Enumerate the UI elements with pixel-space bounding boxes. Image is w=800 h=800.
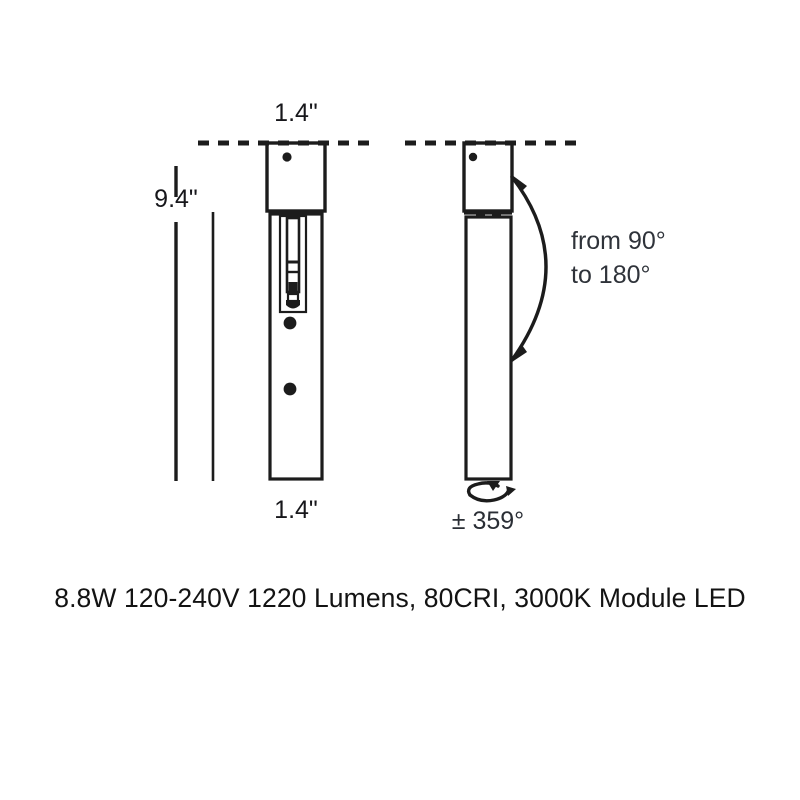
bottom-width-dimension-label: 1.4" bbox=[274, 496, 318, 524]
top-width-dimension-label: 1.4" bbox=[274, 99, 318, 127]
left-upper-housing bbox=[265, 141, 327, 213]
rotation-arrow-icon bbox=[466, 481, 516, 503]
right-canopy-mount-dot bbox=[468, 152, 478, 162]
canopy-mount-dot bbox=[282, 152, 292, 162]
left-view-fixture bbox=[265, 141, 327, 481]
internal-led-module bbox=[278, 214, 308, 314]
right-lower-body bbox=[464, 215, 513, 481]
tilt-range-line-1: from 90° bbox=[571, 227, 666, 255]
body-aperture-hole-lower bbox=[283, 382, 297, 396]
tilt-arc-double-arrow bbox=[510, 175, 548, 362]
body-aperture-hole-upper bbox=[283, 316, 297, 330]
specification-caption: 8.8W 120-240V 1220 Lumens, 80CRI, 3000K … bbox=[54, 583, 746, 613]
height-dimension-group bbox=[174, 166, 215, 481]
tilt-range-line-2: to 180° bbox=[571, 261, 651, 289]
right-upper-housing bbox=[462, 141, 514, 213]
hinge-joint bbox=[464, 210, 512, 216]
height-dimension-label: 9.4" bbox=[154, 185, 198, 213]
rotation-range-label: ± 359° bbox=[452, 507, 524, 535]
right-view-fixture bbox=[462, 141, 514, 481]
left-lower-body bbox=[268, 212, 324, 481]
